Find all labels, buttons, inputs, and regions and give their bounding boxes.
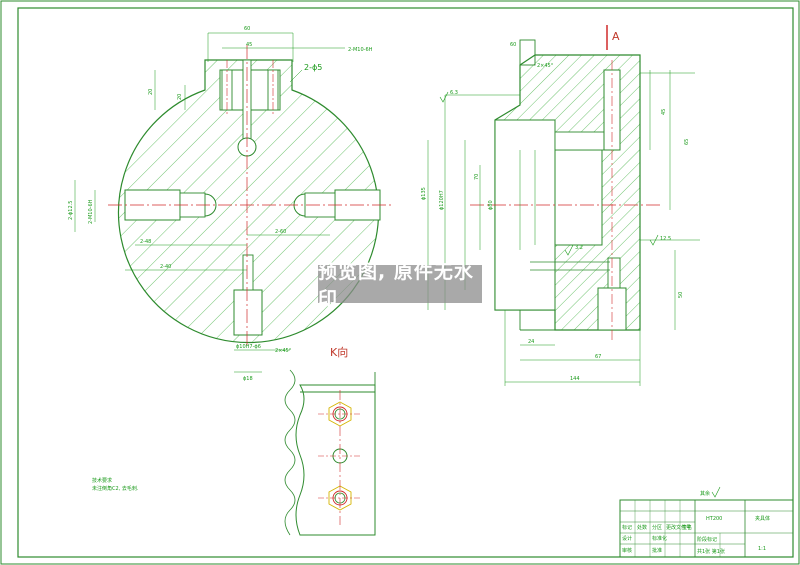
dim-right-60: 2-60	[275, 229, 286, 235]
dim-left-1: 20	[148, 89, 154, 95]
watermark-banner: 预览图, 原件无水印	[318, 261, 482, 310]
dim-144: 144	[570, 376, 580, 382]
k-view-outline	[295, 384, 376, 536]
roughness-left: 6.3	[450, 90, 458, 96]
section-step-left	[494, 119, 556, 311]
dim-50: 50	[678, 292, 684, 298]
dim-top-60: 60	[510, 42, 516, 48]
title-col-2: 分区	[652, 524, 662, 531]
dim-inner-width: 45	[246, 42, 252, 48]
dim-24: 24	[528, 339, 534, 345]
roughness-right: 12.5	[660, 236, 671, 242]
dim-chamfer: 2×45°	[537, 63, 554, 69]
dim-bottom-width: ϕ18	[243, 376, 253, 382]
title-col-0: 标记	[622, 524, 632, 531]
title-sheet: 共1张 第1张	[697, 548, 725, 555]
inner-frame	[17, 7, 794, 558]
dim-left-thread-callout: 2-M10-6H	[88, 199, 94, 224]
front-view: 60 45 2-M10-6H 2-ϕ5 20 20 2-ϕ12.5 2-M10-…	[68, 26, 392, 382]
title-col-3: 更改文件号	[666, 524, 691, 531]
dim-bottom-40: 2-40	[160, 264, 171, 270]
title-row-review: 审核	[622, 547, 632, 554]
tech-notes-title: 技术要求	[92, 477, 112, 484]
bottom-counterbore	[233, 289, 263, 336]
title-row-approve: 批准	[652, 547, 662, 554]
k-view-label: K向	[330, 345, 348, 359]
section-lower-hole	[607, 257, 621, 289]
dim-angle-note: 2×45°	[275, 348, 292, 354]
dim-70: 70	[474, 174, 480, 180]
dim-left-48: 2-48	[140, 239, 151, 245]
section-marker-label: A	[612, 30, 620, 43]
title-row-design: 设计	[622, 535, 632, 542]
dim-pin-callout: 2-ϕ5	[304, 63, 322, 72]
dim-hole-callout-top: 2-M10-6H	[348, 47, 373, 53]
dim-45: 45	[661, 109, 667, 115]
front-plate-outline	[117, 59, 380, 344]
bottom-pin-hole	[242, 254, 254, 291]
roughness-general: 其余	[700, 490, 710, 497]
dim-top-width: 60	[244, 26, 250, 32]
k-view: K向	[284, 345, 376, 536]
title-stage: 阶段标记	[697, 536, 717, 543]
dim-67: 67	[595, 354, 601, 360]
title-col-1: 处数	[637, 524, 647, 531]
dim-65: 65	[684, 139, 690, 145]
section-bore	[554, 149, 603, 246]
title-part-name: 夹具体	[755, 515, 770, 522]
title-block: 其余 标记 处数 分区 更改文件号 签名 设计 审核 标准化 批准 阶段标记 H…	[619, 486, 794, 558]
title-material: HT200	[706, 516, 722, 522]
dia-135: ϕ135	[421, 187, 427, 200]
title-row-standard: 标准化	[652, 535, 667, 542]
section-view: A 2×45° 6.3 12.5 3.2 45 65 50 70 24 67 1…	[421, 25, 700, 386]
dim-bottom-hole-callout: ϕ10H7-ϕ6	[236, 344, 261, 350]
dia-80: ϕ80	[488, 200, 494, 210]
title-col-4: 签名	[682, 524, 692, 531]
dim-left-hole-callout: 2-ϕ12.5	[68, 201, 74, 220]
tech-notes-line1: 未注倒角C2, 去毛刺.	[92, 485, 139, 492]
roughness-mid: 3.2	[575, 245, 583, 251]
technical-notes: 技术要求 未注倒角C2, 去毛刺.	[92, 477, 139, 492]
dia-120: ϕ120H7	[439, 190, 445, 210]
title-scale: 1:1	[758, 546, 766, 552]
dim-left-2: 20	[177, 94, 183, 100]
